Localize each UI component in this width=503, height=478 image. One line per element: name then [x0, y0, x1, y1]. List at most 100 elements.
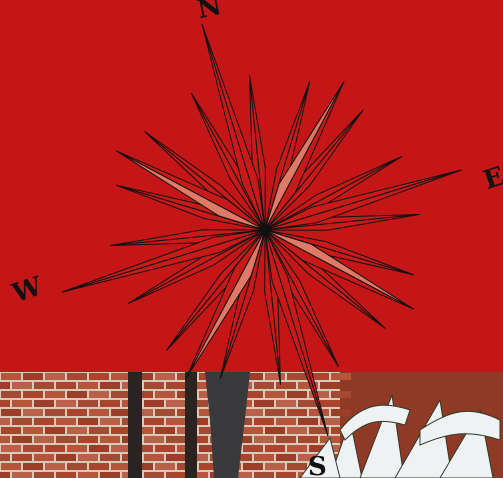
brick — [320, 382, 340, 389]
brick — [331, 373, 351, 380]
brick — [254, 472, 274, 478]
brick — [89, 463, 109, 470]
brick — [100, 436, 120, 443]
brick — [23, 373, 43, 380]
brick — [12, 454, 32, 461]
brick — [67, 463, 87, 470]
brick — [12, 436, 32, 443]
brick — [155, 409, 175, 416]
brick — [89, 427, 109, 434]
brick — [100, 382, 120, 389]
brick — [89, 391, 109, 398]
brick — [100, 418, 120, 425]
brick — [276, 472, 296, 478]
brick — [34, 472, 54, 478]
brick — [56, 436, 76, 443]
brick — [276, 436, 296, 443]
brick — [34, 400, 54, 407]
brick — [12, 382, 32, 389]
brick — [34, 454, 54, 461]
brick — [1, 373, 21, 380]
brick — [89, 373, 109, 380]
dark-post — [185, 372, 197, 478]
photo-strip — [0, 372, 503, 478]
brick — [287, 391, 307, 398]
south-label: S — [308, 452, 327, 478]
brick — [100, 472, 120, 478]
brick — [144, 382, 164, 389]
brick — [155, 463, 175, 470]
brick — [265, 391, 285, 398]
brick — [144, 436, 164, 443]
brick — [166, 418, 186, 425]
brick — [78, 400, 98, 407]
brick — [23, 463, 43, 470]
brick — [254, 418, 274, 425]
brick — [276, 382, 296, 389]
brick — [0, 418, 10, 425]
brick — [254, 454, 274, 461]
brick — [265, 373, 285, 380]
brick — [67, 427, 87, 434]
brick — [287, 409, 307, 416]
brick — [0, 382, 10, 389]
brick — [45, 463, 65, 470]
brick — [155, 445, 175, 452]
brick — [100, 400, 120, 407]
brick — [254, 400, 274, 407]
dark-post — [128, 372, 142, 478]
brick — [23, 427, 43, 434]
brick — [287, 445, 307, 452]
brick — [287, 373, 307, 380]
brick — [166, 472, 186, 478]
brick — [1, 445, 21, 452]
brick — [23, 445, 43, 452]
brick — [23, 391, 43, 398]
brick — [276, 418, 296, 425]
brick — [56, 382, 76, 389]
brick — [78, 418, 98, 425]
brick — [100, 454, 120, 461]
brick — [45, 427, 65, 434]
brick — [320, 400, 340, 407]
brick — [243, 445, 263, 452]
brick — [34, 382, 54, 389]
brick — [45, 409, 65, 416]
brick — [166, 400, 186, 407]
brick — [243, 463, 263, 470]
brick — [0, 436, 10, 443]
brick — [144, 454, 164, 461]
brick — [265, 409, 285, 416]
brick — [287, 427, 307, 434]
brick — [0, 454, 10, 461]
brick — [12, 418, 32, 425]
brick — [1, 427, 21, 434]
brick — [0, 400, 10, 407]
brick — [144, 472, 164, 478]
brick — [67, 409, 87, 416]
brick — [276, 454, 296, 461]
brick — [45, 445, 65, 452]
brick — [331, 391, 351, 398]
brick-wall — [0, 372, 351, 478]
brick — [1, 463, 21, 470]
brick — [144, 418, 164, 425]
brick — [56, 454, 76, 461]
brick — [12, 400, 32, 407]
brick — [287, 463, 307, 470]
brick — [298, 418, 318, 425]
brick — [56, 418, 76, 425]
brick — [56, 472, 76, 478]
brick — [265, 463, 285, 470]
brick — [0, 472, 10, 478]
brick — [265, 445, 285, 452]
brick — [331, 409, 351, 416]
brick — [166, 454, 186, 461]
brick — [78, 472, 98, 478]
brick — [155, 427, 175, 434]
brick — [12, 472, 32, 478]
brick — [78, 436, 98, 443]
brick — [89, 445, 109, 452]
brick — [78, 454, 98, 461]
